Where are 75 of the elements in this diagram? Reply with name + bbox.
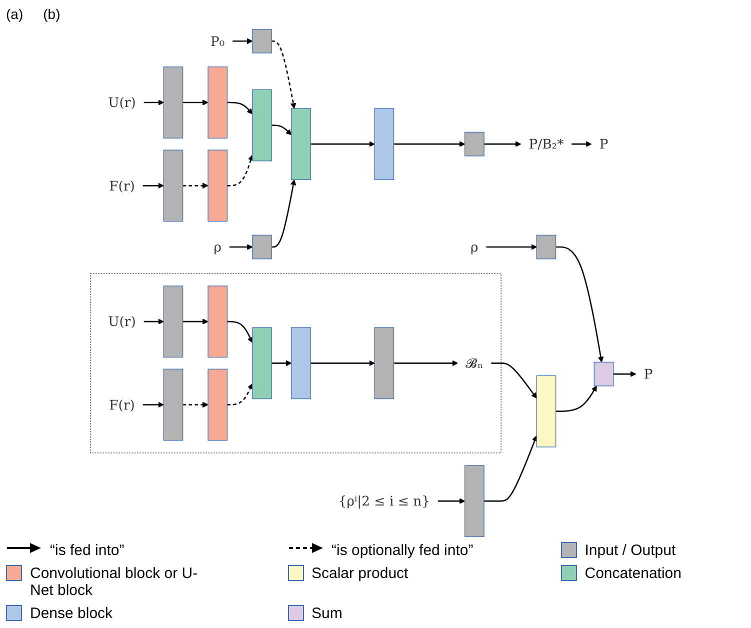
- legend-text: “is fed into”: [50, 542, 124, 559]
- arrow: [182, 182, 208, 189]
- arrow: [310, 360, 375, 366]
- arrow: [438, 498, 466, 504]
- node-text: P/B₂*: [528, 136, 564, 152]
- node-bar: [464, 465, 484, 538]
- node-box: [594, 362, 614, 386]
- arrow: [572, 141, 592, 147]
- node-bar: [291, 327, 311, 400]
- arrow: [491, 362, 537, 398]
- node-text: U(r): [108, 94, 136, 110]
- node-bar: [291, 108, 311, 180]
- legend-text: Scalar product: [312, 565, 408, 582]
- panel-label: (a): [6, 6, 24, 22]
- node-text: P₀: [210, 33, 225, 50]
- arrow: [232, 38, 253, 44]
- arrow: [613, 371, 636, 377]
- node-bar: [208, 368, 228, 441]
- arrow: [272, 124, 292, 136]
- arrow: [556, 246, 604, 362]
- node-box: [464, 132, 484, 156]
- legend-text: Sum: [312, 605, 342, 622]
- arrow: [182, 100, 208, 106]
- node-text: U(r): [108, 314, 136, 330]
- node-bar: [374, 108, 394, 180]
- node-text: P: [599, 136, 608, 152]
- arrow: [227, 102, 253, 114]
- arrow: [484, 141, 522, 147]
- arrow: [272, 40, 296, 109]
- arrow: [394, 360, 458, 366]
- legend-text: Input / Output: [584, 542, 676, 559]
- arrow: [272, 360, 292, 366]
- arrow: [227, 383, 253, 406]
- node-text: P: [644, 366, 653, 382]
- arrow: [142, 402, 164, 408]
- node-box: [252, 234, 272, 260]
- node-text: ρ: [470, 239, 478, 255]
- legend-text: Dense block: [30, 605, 113, 622]
- arrow: [272, 179, 296, 248]
- node-text: F(r): [109, 396, 135, 413]
- node-bar: [163, 66, 184, 138]
- arrow: [310, 141, 375, 147]
- legend-text: “is optionally fed into”: [332, 542, 474, 559]
- arrow: [182, 318, 208, 324]
- node-text: ρ: [214, 239, 222, 255]
- node-bar: [163, 150, 184, 222]
- panel-label: (b): [43, 6, 60, 22]
- node-bar: [374, 327, 394, 400]
- node-bar: [208, 66, 228, 138]
- arrow: [484, 436, 538, 502]
- arrow: [394, 141, 466, 147]
- arrow: [227, 154, 254, 186]
- node-bar: [163, 368, 184, 441]
- arrow: [229, 244, 253, 250]
- legend-text: Concatenation: [584, 565, 682, 582]
- node-bar: [536, 375, 556, 448]
- node-bar: [163, 286, 184, 358]
- node-box: [536, 234, 556, 260]
- node-text: F(r): [109, 178, 135, 194]
- node-box: [252, 28, 272, 54]
- cluster: [90, 273, 502, 454]
- node-bar: [252, 89, 272, 162]
- node-text: {ρⁱ|2 ≤ i ≤ n}: [338, 493, 430, 510]
- arrow: [227, 320, 253, 343]
- node-bar: [208, 286, 228, 358]
- arrow: [142, 182, 164, 189]
- legend-text: Convolutional block or U-Net block: [30, 565, 199, 599]
- arrow: [486, 244, 537, 250]
- node-bar: [208, 150, 228, 222]
- arrow: [182, 402, 208, 408]
- arrow: [556, 386, 597, 412]
- arrow: [144, 100, 164, 106]
- node-text: 𝓑ₙ: [466, 355, 484, 372]
- node-bar: [252, 327, 272, 400]
- arrow: [144, 318, 164, 324]
